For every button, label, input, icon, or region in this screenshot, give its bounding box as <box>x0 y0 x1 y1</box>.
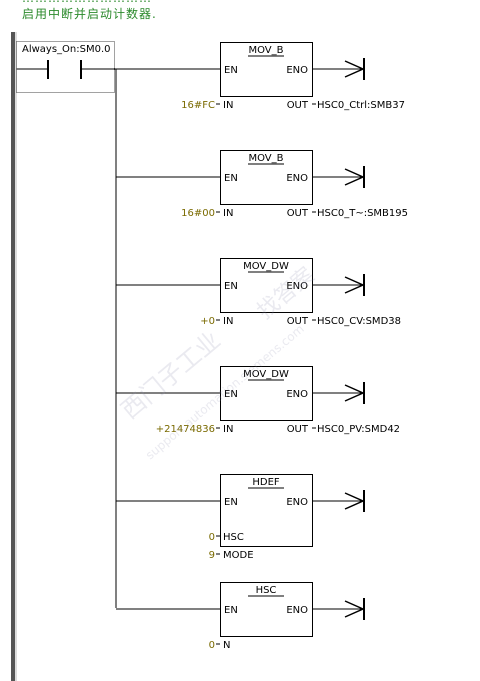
input-operand: 16#FC <box>181 100 215 111</box>
en-pin-label: EN <box>224 65 238 76</box>
output-operand: HSC0_CV:SMD38 <box>317 316 401 327</box>
input-pin-label: MODE <box>223 550 254 561</box>
input-operand: +21474836 <box>156 424 215 435</box>
output-operand: HSC0_T~:SMB195 <box>317 208 408 219</box>
input-pin-label: IN <box>223 208 233 219</box>
input-operand: 9 <box>209 550 215 561</box>
function-box-mov-dw[interactable]: MOV_DW EN ENO IN +0 OUT HSC0_CV:SMD38 <box>116 258 401 328</box>
input-pin-label: HSC <box>223 532 244 543</box>
eno-pin-label: ENO <box>286 281 308 292</box>
box-frame[interactable] <box>220 42 313 97</box>
network-comment: 启用中断并启动计数器. <box>22 7 157 21</box>
input-pin-label: IN <box>223 100 233 111</box>
box-frame[interactable] <box>220 258 313 313</box>
eno-pin-label: ENO <box>286 497 308 508</box>
input-operand: 0 <box>209 640 215 651</box>
function-box-mov-b[interactable]: MOV_B EN ENO IN 16#00 OUT HSC0_T~:SMB195 <box>116 150 408 220</box>
input-operand: +0 <box>200 316 215 327</box>
eno-pin-label: ENO <box>286 173 308 184</box>
box-title: MOV_B <box>248 45 283 56</box>
function-box-mov-b[interactable]: MOV_B EN ENO IN 16#FC OUT HSC0_Ctrl:SMB37 <box>116 42 405 112</box>
input-pin-label: IN <box>223 424 233 435</box>
input-pin-label: IN <box>223 316 233 327</box>
output-pin-label: OUT <box>287 208 309 219</box>
en-pin-label: EN <box>224 497 238 508</box>
box-title: MOV_DW <box>243 369 289 380</box>
network-comment-partial: ………………………… <box>22 0 152 5</box>
input-operand: 16#00 <box>181 208 215 219</box>
box-frame[interactable] <box>220 150 313 205</box>
en-pin-label: EN <box>224 281 238 292</box>
box-title: MOV_B <box>248 153 283 164</box>
contact-label[interactable]: Always_On:SM0.0 <box>22 44 111 55</box>
contact-selection-box[interactable] <box>16 41 115 93</box>
output-operand: HSC0_Ctrl:SMB37 <box>317 100 405 111</box>
box-frame[interactable] <box>220 474 313 547</box>
output-pin-label: OUT <box>287 424 309 435</box>
input-operand: 0 <box>209 532 215 543</box>
eno-pin-label: ENO <box>286 65 308 76</box>
output-pin-label: OUT <box>287 316 309 327</box>
eno-pin-label: ENO <box>286 389 308 400</box>
contact-always-on[interactable] <box>16 60 116 79</box>
function-box-hsc[interactable]: HSC EN ENO N0 <box>116 582 365 652</box>
input-pin-label: N <box>223 640 230 651</box>
en-pin-label: EN <box>224 389 238 400</box>
box-title: HDEF <box>252 477 280 488</box>
output-pin-label: OUT <box>287 100 309 111</box>
en-pin-label: EN <box>224 173 238 184</box>
box-title: MOV_DW <box>243 261 289 272</box>
eno-pin-label: ENO <box>286 605 308 616</box>
box-title: HSC <box>256 585 277 596</box>
en-pin-label: EN <box>224 605 238 616</box>
function-box-mov-dw[interactable]: MOV_DW EN ENO IN +21474836 OUT HSC0_PV:SMD42 <box>116 366 400 436</box>
power-rail <box>11 32 15 681</box>
output-operand: HSC0_PV:SMD42 <box>317 424 400 435</box>
